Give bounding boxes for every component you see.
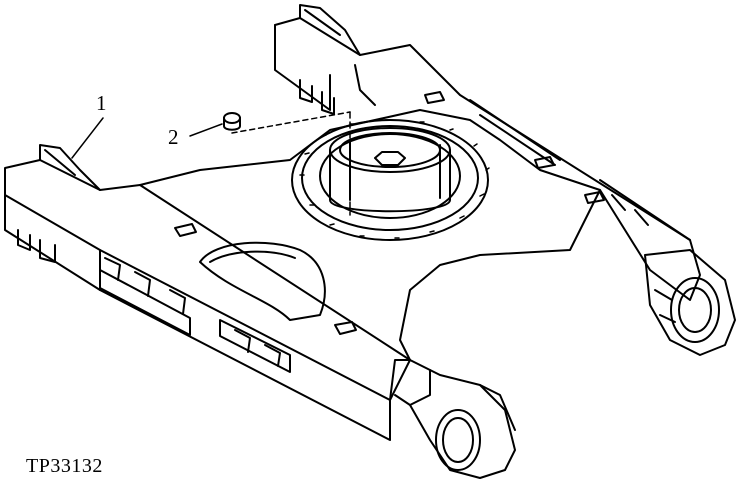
callout-leaders [71, 111, 351, 216]
left-track-frame [4, 144, 431, 441]
figure-id-label: TP33132 [26, 455, 103, 477]
leader-1 [71, 117, 104, 159]
front-idler-housing [409, 359, 516, 479]
swing-bearing [291, 119, 490, 241]
center-frame-body [139, 91, 605, 361]
leader-2 [189, 123, 223, 137]
right-track-frame [274, 4, 701, 301]
plug-part [223, 112, 241, 131]
callout-label-1: 1 [96, 91, 107, 115]
rear-idler-housing [644, 249, 736, 356]
leader-2-dashed [231, 111, 351, 134]
callout-label-2: 2 [168, 125, 179, 149]
